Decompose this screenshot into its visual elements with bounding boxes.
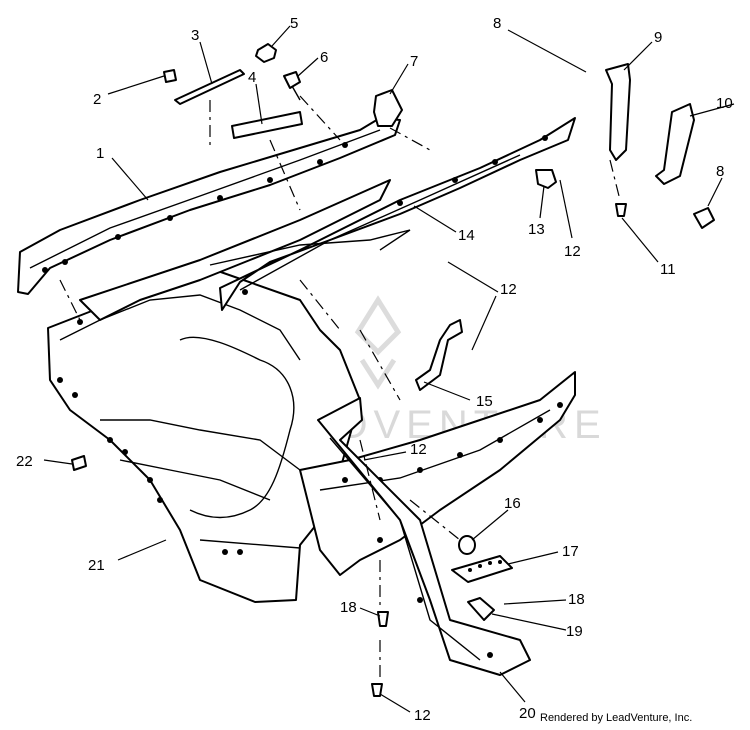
part-14-rail	[219, 117, 576, 311]
part-3-trim-strip	[174, 69, 245, 105]
callout-12b: 12	[500, 281, 517, 298]
callout-14: 14	[458, 227, 475, 244]
callout-21: 21	[88, 557, 105, 574]
part-6-bolt	[283, 71, 301, 101]
callout-11: 11	[660, 261, 676, 278]
callout-22: 22	[16, 453, 33, 470]
part-1-rail	[17, 117, 401, 295]
callout-5: 5	[290, 15, 298, 32]
callout-15: 15	[476, 393, 493, 410]
callout-17: 17	[562, 543, 579, 560]
part-10-arm	[655, 103, 695, 185]
callout-1: 1	[96, 145, 104, 162]
part-11-bolt	[615, 203, 627, 217]
callout-16: 16	[504, 495, 521, 512]
credit-text: Rendered by LeadVenture, Inc.	[540, 712, 693, 724]
callout-3: 3	[191, 27, 199, 44]
assembly-lines	[59, 95, 621, 680]
part-21-fender-body	[47, 269, 361, 603]
part-15-bracket	[415, 319, 463, 391]
callout-20: 20	[519, 705, 536, 722]
part-5-nut	[255, 43, 277, 63]
part-17-plate	[451, 555, 513, 583]
part-18-bolt	[377, 611, 389, 627]
part-20-strap	[317, 397, 531, 676]
part-2-bolt	[163, 69, 177, 83]
callout-12a: 12	[564, 243, 581, 260]
part-13-nut	[535, 169, 557, 189]
leader-lines	[43, 25, 735, 713]
part-9-bracket	[605, 63, 631, 161]
callout-7: 7	[410, 53, 418, 70]
part-22-bolt	[71, 455, 87, 471]
callout-labels: 1 2 3 4 5 6 7 8 9 10 8 11 12 13 14 12 15…	[16, 15, 733, 724]
callout-18b: 18	[568, 591, 585, 608]
part-8-cap	[693, 207, 715, 229]
callout-8b: 8	[716, 163, 724, 180]
callout-8a: 8	[493, 15, 501, 32]
callout-2: 2	[93, 91, 101, 108]
callout-6: 6	[320, 49, 328, 66]
callout-18a: 18	[340, 599, 357, 616]
callout-10: 10	[716, 95, 733, 112]
part-12-bolt	[371, 683, 383, 697]
callout-19: 19	[566, 623, 583, 640]
part-19-clamp	[467, 597, 495, 621]
part-4-pad	[231, 111, 303, 139]
callout-13: 13	[528, 221, 545, 238]
inner-panel	[79, 179, 411, 321]
callout-12c: 12	[410, 441, 427, 458]
callout-4: 4	[248, 69, 256, 86]
part-16-plug	[458, 535, 476, 555]
callout-12d: 12	[414, 707, 431, 724]
callout-9: 9	[654, 29, 662, 46]
